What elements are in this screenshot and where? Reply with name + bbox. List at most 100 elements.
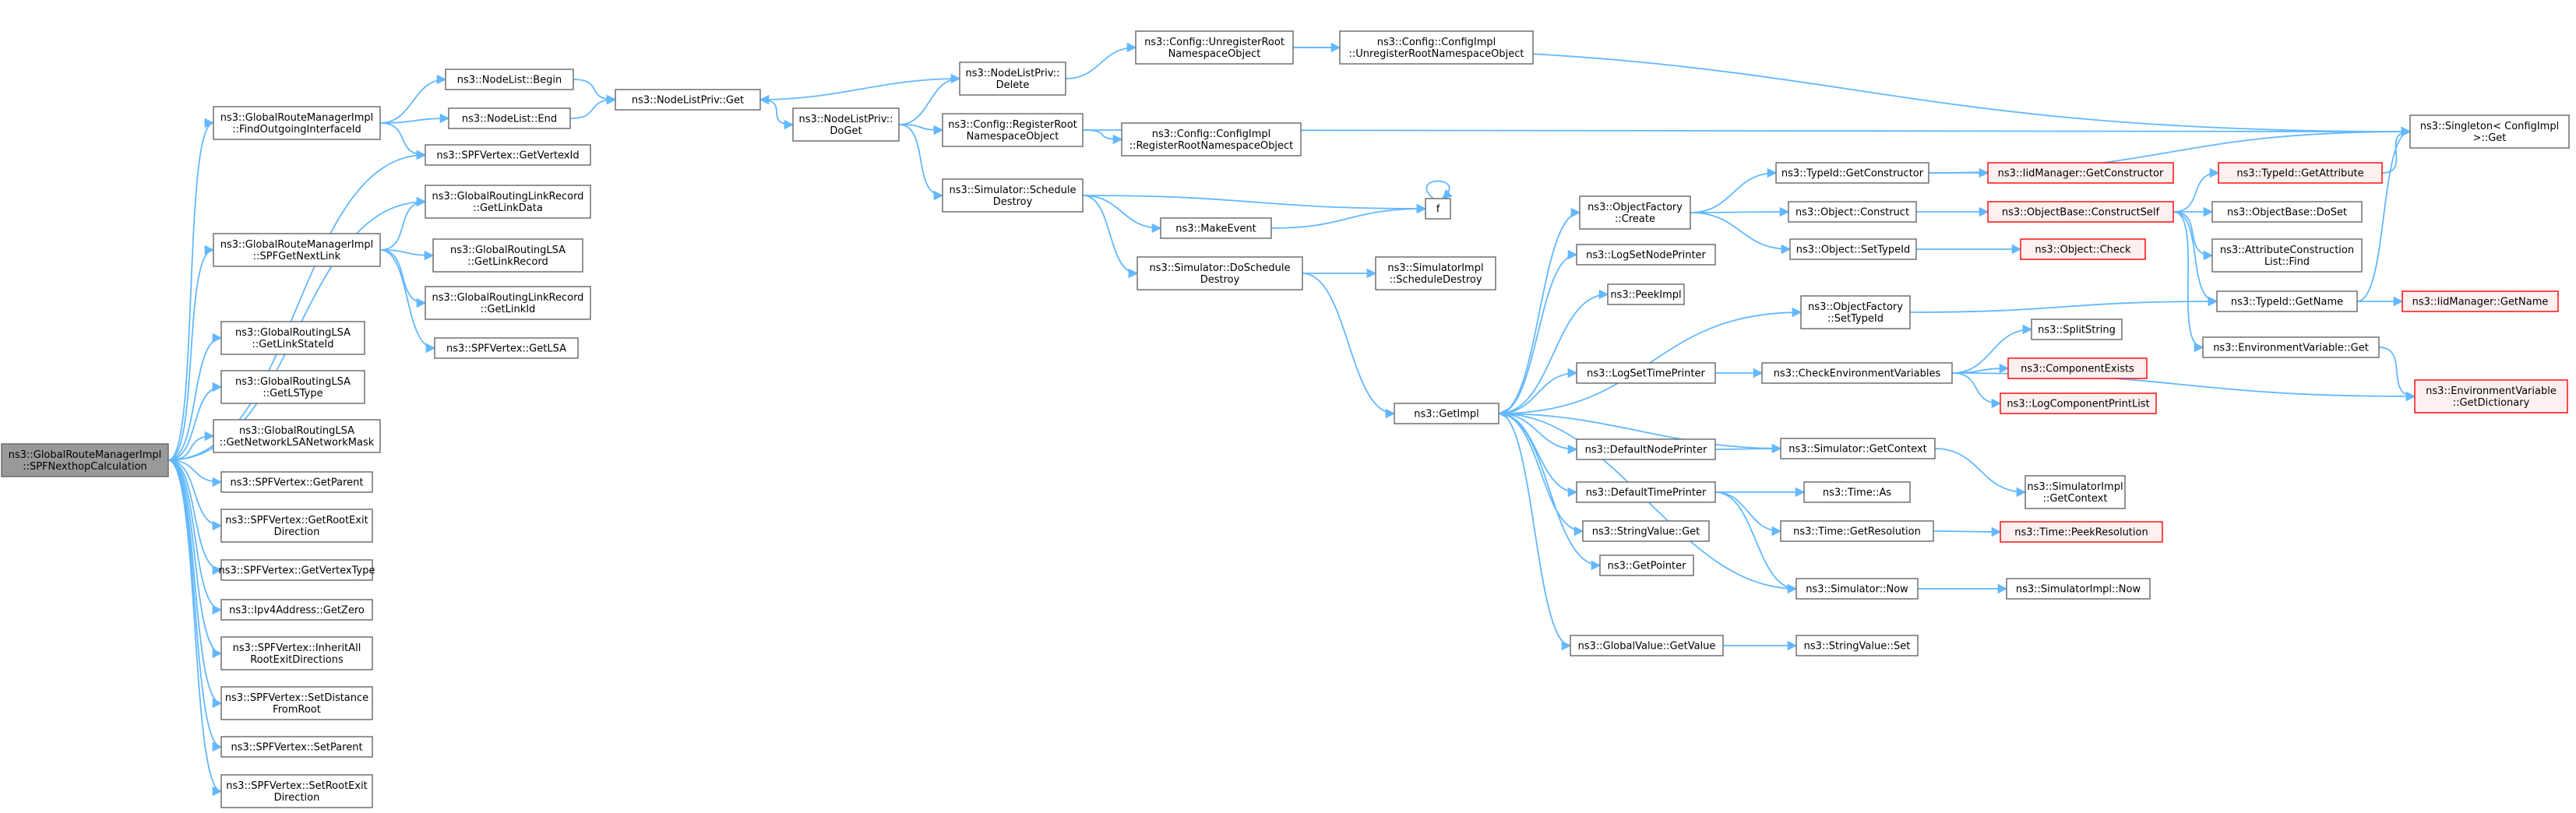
edge-get-impl-to-gv-get-value — [1498, 413, 1572, 651]
node-sim-now[interactable]: ns3::Simulator::Now — [1795, 578, 1919, 600]
node-time-as[interactable]: ns3::Time::As — [1803, 481, 1911, 503]
node-nlp-do-get[interactable]: ns3::NodeListPriv::DoGet — [792, 107, 900, 142]
node-box — [1803, 481, 1911, 503]
node-iid-get-name[interactable]: ns3::IidManager::GetName — [2402, 290, 2559, 312]
node-lr-get-link-id[interactable]: ns3::GlobalRoutingLinkRecord::GetLinkId — [425, 286, 591, 320]
node-make-event[interactable]: ns3::MakeEvent — [1160, 217, 1272, 239]
node-label: ns3::GlobalRouteManagerImpl — [9, 449, 162, 461]
node-nlp-delete[interactable]: ns3::NodeListPriv::Delete — [959, 62, 1066, 96]
node-lsa-link-state-id[interactable]: ns3::GlobalRoutingLSA::GetLinkStateId — [220, 321, 365, 355]
node-v-set-parent[interactable]: ns3::SPFVertex::SetParent — [220, 736, 373, 758]
node-comp-exists[interactable]: ns3::ComponentExists — [2007, 357, 2148, 379]
edge-env-var-get-to-env-var-get-dict — [2378, 347, 2416, 402]
node-tid-get-name[interactable]: ns3::TypeId::GetName — [2216, 290, 2358, 312]
node-lsa-get-link-record[interactable]: ns3::GlobalRoutingLSA::GetLinkRecord — [432, 238, 583, 273]
node-log-node-printer[interactable]: ns3::LogSetNodePrinter — [1576, 244, 1716, 266]
node-spf-next[interactable]: ns3::GlobalRouteManagerImpl::SPFGetNextL… — [213, 233, 381, 267]
node-obj-check[interactable]: ns3::Object::Check — [2020, 238, 2146, 260]
node-label: ::RegisterRootNamespaceObject — [1129, 140, 1294, 152]
node-cfg-unreg[interactable]: ns3::Config::UnregisterRootNamespaceObje… — [1135, 30, 1294, 65]
node-f[interactable]: f — [1425, 198, 1451, 220]
node-obj-set-type-id[interactable]: ns3::Object::SetTypeId — [1789, 238, 1917, 260]
node-box — [1800, 295, 1911, 329]
node-box — [448, 107, 571, 129]
node-nl-end[interactable]: ns3::NodeList::End — [448, 107, 571, 129]
node-box — [792, 107, 900, 142]
node-box — [1780, 438, 1936, 459]
node-singleton-get[interactable]: ns3::Singleton< ConfigImpl >::Get — [2409, 114, 2570, 149]
node-box — [2211, 238, 2363, 273]
node-gv-get-value[interactable]: ns3::GlobalValue::GetValue — [1570, 635, 1724, 656]
node-def-time-printer[interactable]: ns3::DefaultTimePrinter — [1576, 481, 1716, 503]
node-nl-begin[interactable]: ns3::NodeList::Begin — [445, 69, 574, 90]
node-cfg-reg[interactable]: ns3::Config::RegisterRootNamespaceObject — [942, 113, 1084, 147]
node-obj-construct[interactable]: ns3::Object::Construct — [1788, 201, 1917, 223]
node-label: Destroy — [993, 196, 1033, 208]
node-box — [1576, 362, 1716, 384]
node-label: Direction — [274, 792, 320, 804]
node-v-get-lsa[interactable]: ns3::SPFVertex::GetLSA — [434, 337, 579, 359]
node-v-get-parent[interactable]: ns3::SPFVertex::GetParent — [220, 471, 373, 493]
node-env-var-get-dict[interactable]: ns3::EnvironmentVariable::GetDictionary — [2414, 379, 2568, 414]
node-find-out[interactable]: ns3::GlobalRouteManagerImpl::FindOutgoin… — [213, 106, 381, 140]
node-sim-get-context[interactable]: ns3::Simulator::GetContext — [1780, 438, 1936, 459]
node-tid-get-attr[interactable]: ns3::TypeId::GetAttribute — [2218, 162, 2383, 184]
node-str-val-set[interactable]: ns3::StringValue::Set — [1795, 635, 1919, 656]
node-nlp-get[interactable]: ns3::NodeListPriv::Get — [615, 89, 761, 111]
node-cfg-impl-reg[interactable]: ns3::Config::ConfigImpl::RegisterRootNam… — [1121, 122, 1302, 157]
node-time-get-res[interactable]: ns3::Time::GetResolution — [1780, 520, 1934, 542]
node-env-var-get[interactable]: ns3::EnvironmentVariable::Get — [2202, 336, 2380, 358]
node-peek-impl[interactable]: ns3::PeekImpl — [1607, 283, 1685, 305]
edge-cfg-reg-to-cfg-impl-reg — [1082, 129, 1123, 145]
node-ob-do-set[interactable]: ns3::ObjectBase::DoSet — [2211, 201, 2363, 223]
node-v-inherit[interactable]: ns3::SPFVertex::InheritAllRootExitDirect… — [220, 636, 373, 670]
node-log-comp-print[interactable]: ns3::LogComponentPrintList — [2000, 392, 2157, 414]
node-sim-impl-sched-destroy[interactable]: ns3::SimulatorImpl::ScheduleDestroy — [1375, 256, 1496, 290]
node-box — [2025, 475, 2126, 509]
edge-get-impl-to-log-node-printer — [1498, 249, 1578, 414]
edge-get-impl-to-def-time-printer — [1498, 413, 1578, 498]
node-cfg-impl-unreg[interactable]: ns3::Config::ConfigImpl::UnregisterRootN… — [1339, 30, 1534, 65]
node-str-val-get[interactable]: ns3::StringValue::Get — [1582, 520, 1710, 542]
node-label: ns3::GlobalValue::GetValue — [1578, 641, 1716, 653]
edge-spf-next-to-lr-get-link-data — [379, 196, 427, 251]
node-get-impl[interactable]: ns3::GetImpl — [1394, 403, 1499, 424]
node-label: ns3::Time::As — [1823, 487, 1892, 499]
node-lr-get-link-data[interactable]: ns3::GlobalRoutingLinkRecord::GetLinkDat… — [425, 185, 591, 219]
node-box — [1, 443, 169, 477]
node-split-string[interactable]: ns3::SplitString — [2031, 319, 2123, 340]
node-label: ns3::EnvironmentVariable — [2426, 385, 2557, 397]
edge-cfg-reg-to-singleton-get — [1082, 126, 2412, 137]
node-of-create[interactable]: ns3::ObjectFactory::Create — [1579, 195, 1691, 230]
node-sim-sched-destroy[interactable]: ns3::Simulator::ScheduleDestroy — [942, 178, 1084, 213]
node-lsa-net-mask[interactable]: ns3::GlobalRoutingLSA::GetNetworkLSANetw… — [213, 419, 381, 453]
node-box — [1795, 635, 1919, 656]
node-sim-impl-get-context[interactable]: ns3::SimulatorImpl::GetContext — [2025, 475, 2126, 509]
node-label: ns3::IidManager::GetConstructor — [1998, 168, 2164, 180]
edge-root-to-lsa-net-mask — [167, 431, 215, 461]
node-v-vertex-type[interactable]: ns3::SPFVertex::GetVertexType — [219, 559, 375, 581]
node-tid-get-ctor[interactable]: ns3::TypeId::GetConstructor — [1775, 162, 1929, 184]
node-sim-impl-now[interactable]: ns3::SimulatorImpl::Now — [2006, 578, 2151, 600]
node-log-time-printer[interactable]: ns3::LogSetTimePrinter — [1576, 362, 1716, 384]
node-def-node-printer[interactable]: ns3::DefaultNodePrinter — [1576, 438, 1716, 460]
node-label: ns3::Object::Construct — [1795, 207, 1909, 219]
node-time-peek-res[interactable]: ns3::Time::PeekResolution — [2000, 521, 2163, 543]
node-root: ns3::GlobalRouteManagerImpl::SPFNexthopC… — [1, 443, 169, 477]
node-ipv4-zero[interactable]: ns3::Ipv4Address::GetZero — [220, 599, 373, 621]
nodes-layer: ns3::GlobalRouteManagerImpl::SPFNexthopC… — [1, 30, 2570, 808]
node-v-get-vertex-id[interactable]: ns3::SPFVertex::GetVertexId — [425, 144, 591, 166]
edge-nl-begin-to-nlp-get — [573, 79, 617, 105]
node-of-set-type-id[interactable]: ns3::ObjectFactory::SetTypeId — [1800, 295, 1911, 329]
node-label: ::FindOutgoingInterfaceId — [232, 124, 361, 136]
node-ob-construct-self[interactable]: ns3::ObjectBase::ConstructSelf — [1987, 201, 2174, 223]
node-get-pointer[interactable]: ns3::GetPointer — [1599, 554, 1694, 576]
node-iid-get-ctor[interactable]: ns3::IidManager::GetConstructor — [1987, 162, 2174, 184]
node-lsa-lstype[interactable]: ns3::GlobalRoutingLSA::GetLSType — [220, 370, 365, 404]
node-check-env[interactable]: ns3::CheckEnvironmentVariables — [1761, 362, 1953, 384]
